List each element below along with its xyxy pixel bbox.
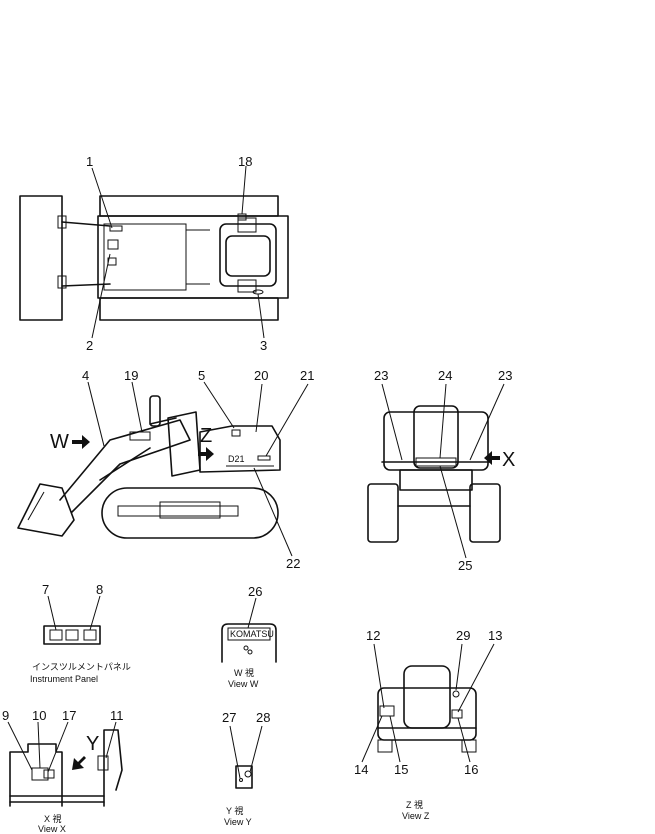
decal-7 (49, 629, 63, 641)
view-x-arrow-rear (484, 451, 500, 465)
callout-4: 4 (82, 368, 89, 383)
callout-24: 24 (438, 368, 452, 383)
decal-17 (43, 769, 55, 779)
callout-15: 15 (394, 762, 408, 777)
callout-9: 9 (2, 708, 9, 723)
decal-5 (231, 429, 241, 437)
callout-21: 21 (300, 368, 314, 383)
callout-26: 26 (248, 584, 262, 599)
decal-21 (257, 455, 271, 461)
view-letters: W Z X Y (50, 425, 515, 755)
instrument-panel-box (43, 625, 101, 645)
decal-26 (227, 627, 271, 641)
view-x (9, 729, 123, 807)
decal-1 (109, 225, 123, 232)
callout-16: 16 (464, 762, 478, 777)
decal-14 (379, 705, 395, 717)
blade (19, 195, 63, 321)
callout-27: 27 (222, 710, 236, 725)
view-z (377, 665, 477, 753)
instrument-panel-view (43, 625, 101, 645)
decal-28 (244, 770, 252, 778)
callout-3: 3 (260, 338, 267, 353)
callout-12: 12 (366, 628, 380, 643)
rear-view-machine (367, 405, 501, 543)
decal-26-text: KOMATSU (230, 629, 274, 639)
callout-10: 10 (32, 708, 46, 723)
decal-18 (237, 213, 247, 221)
decal-16 (451, 709, 463, 719)
callout-18: 18 (238, 154, 252, 169)
decal-11 (97, 755, 109, 771)
caption-view-y-jp: Y 視 (226, 805, 243, 816)
callout-19: 19 (124, 368, 138, 383)
callout-14: 14 (354, 762, 368, 777)
right-track-rear (469, 483, 501, 543)
track-left (99, 195, 279, 217)
callout-5: 5 (198, 368, 205, 383)
view-x-arrow-side (198, 447, 214, 461)
decal-29 (452, 690, 460, 698)
callout-22: 22 (286, 556, 300, 571)
callout-11: 11 (110, 708, 124, 723)
track-right (99, 297, 279, 321)
track-side (101, 487, 279, 539)
caption-view-y: View Y (224, 817, 252, 827)
caption-view-w: View W (228, 679, 259, 689)
callout-23-right: 23 (498, 368, 512, 383)
caption-view-w-jp: W 視 (234, 667, 254, 678)
callout-7: 7 (42, 582, 49, 597)
view-y-arrow (72, 756, 86, 770)
callout-13: 13 (488, 628, 502, 643)
caption-view-x: View X (38, 824, 66, 834)
callout-28: 28 (256, 710, 270, 725)
callout-23-left: 23 (374, 368, 388, 383)
decal-24-plate (415, 457, 457, 467)
caption-view-z-jp: Z 視 (406, 799, 423, 810)
view-w-arrow (72, 435, 90, 449)
view-letter-w: W (50, 431, 69, 453)
top-view-machine (19, 195, 289, 321)
decal-2 (107, 239, 119, 250)
callout-29: 29 (456, 628, 470, 643)
callout-17: 17 (62, 708, 76, 723)
callout-2: 2 (86, 338, 93, 353)
caption-instrument-panel: Instrument Panel (30, 674, 98, 684)
side-view-machine: D21 (17, 395, 281, 539)
callout-25: 25 (458, 558, 472, 573)
decal-19 (129, 431, 151, 441)
callout-1: 1 (86, 154, 93, 169)
view-letter-y: Y (86, 733, 99, 755)
view-y (235, 765, 253, 789)
callouts: 1 2 3 18 4 19 5 20 21 22 23 24 23 25 7 8… (2, 154, 512, 777)
bucket (17, 483, 75, 537)
view-y-plate (235, 765, 253, 789)
caption-instrument-panel-jp: インスツルメントパネル (32, 662, 131, 672)
decal-8 (83, 629, 97, 641)
left-track-rear (367, 483, 399, 543)
caption-view-x-jp: X 視 (44, 813, 62, 824)
decal-model-text: D21 (228, 454, 245, 464)
leader-lines (7, 165, 505, 779)
caption-view-z: View Z (402, 811, 430, 821)
view-letter-x: X (502, 449, 515, 471)
view-w: KOMATSU (221, 623, 277, 663)
callout-20: 20 (254, 368, 268, 383)
captions: インスツルメントパネル Instrument Panel W 視 View W … (30, 662, 430, 834)
decal-27 (239, 778, 243, 782)
view-letter-z: Z (200, 425, 212, 447)
callout-8: 8 (96, 582, 103, 597)
